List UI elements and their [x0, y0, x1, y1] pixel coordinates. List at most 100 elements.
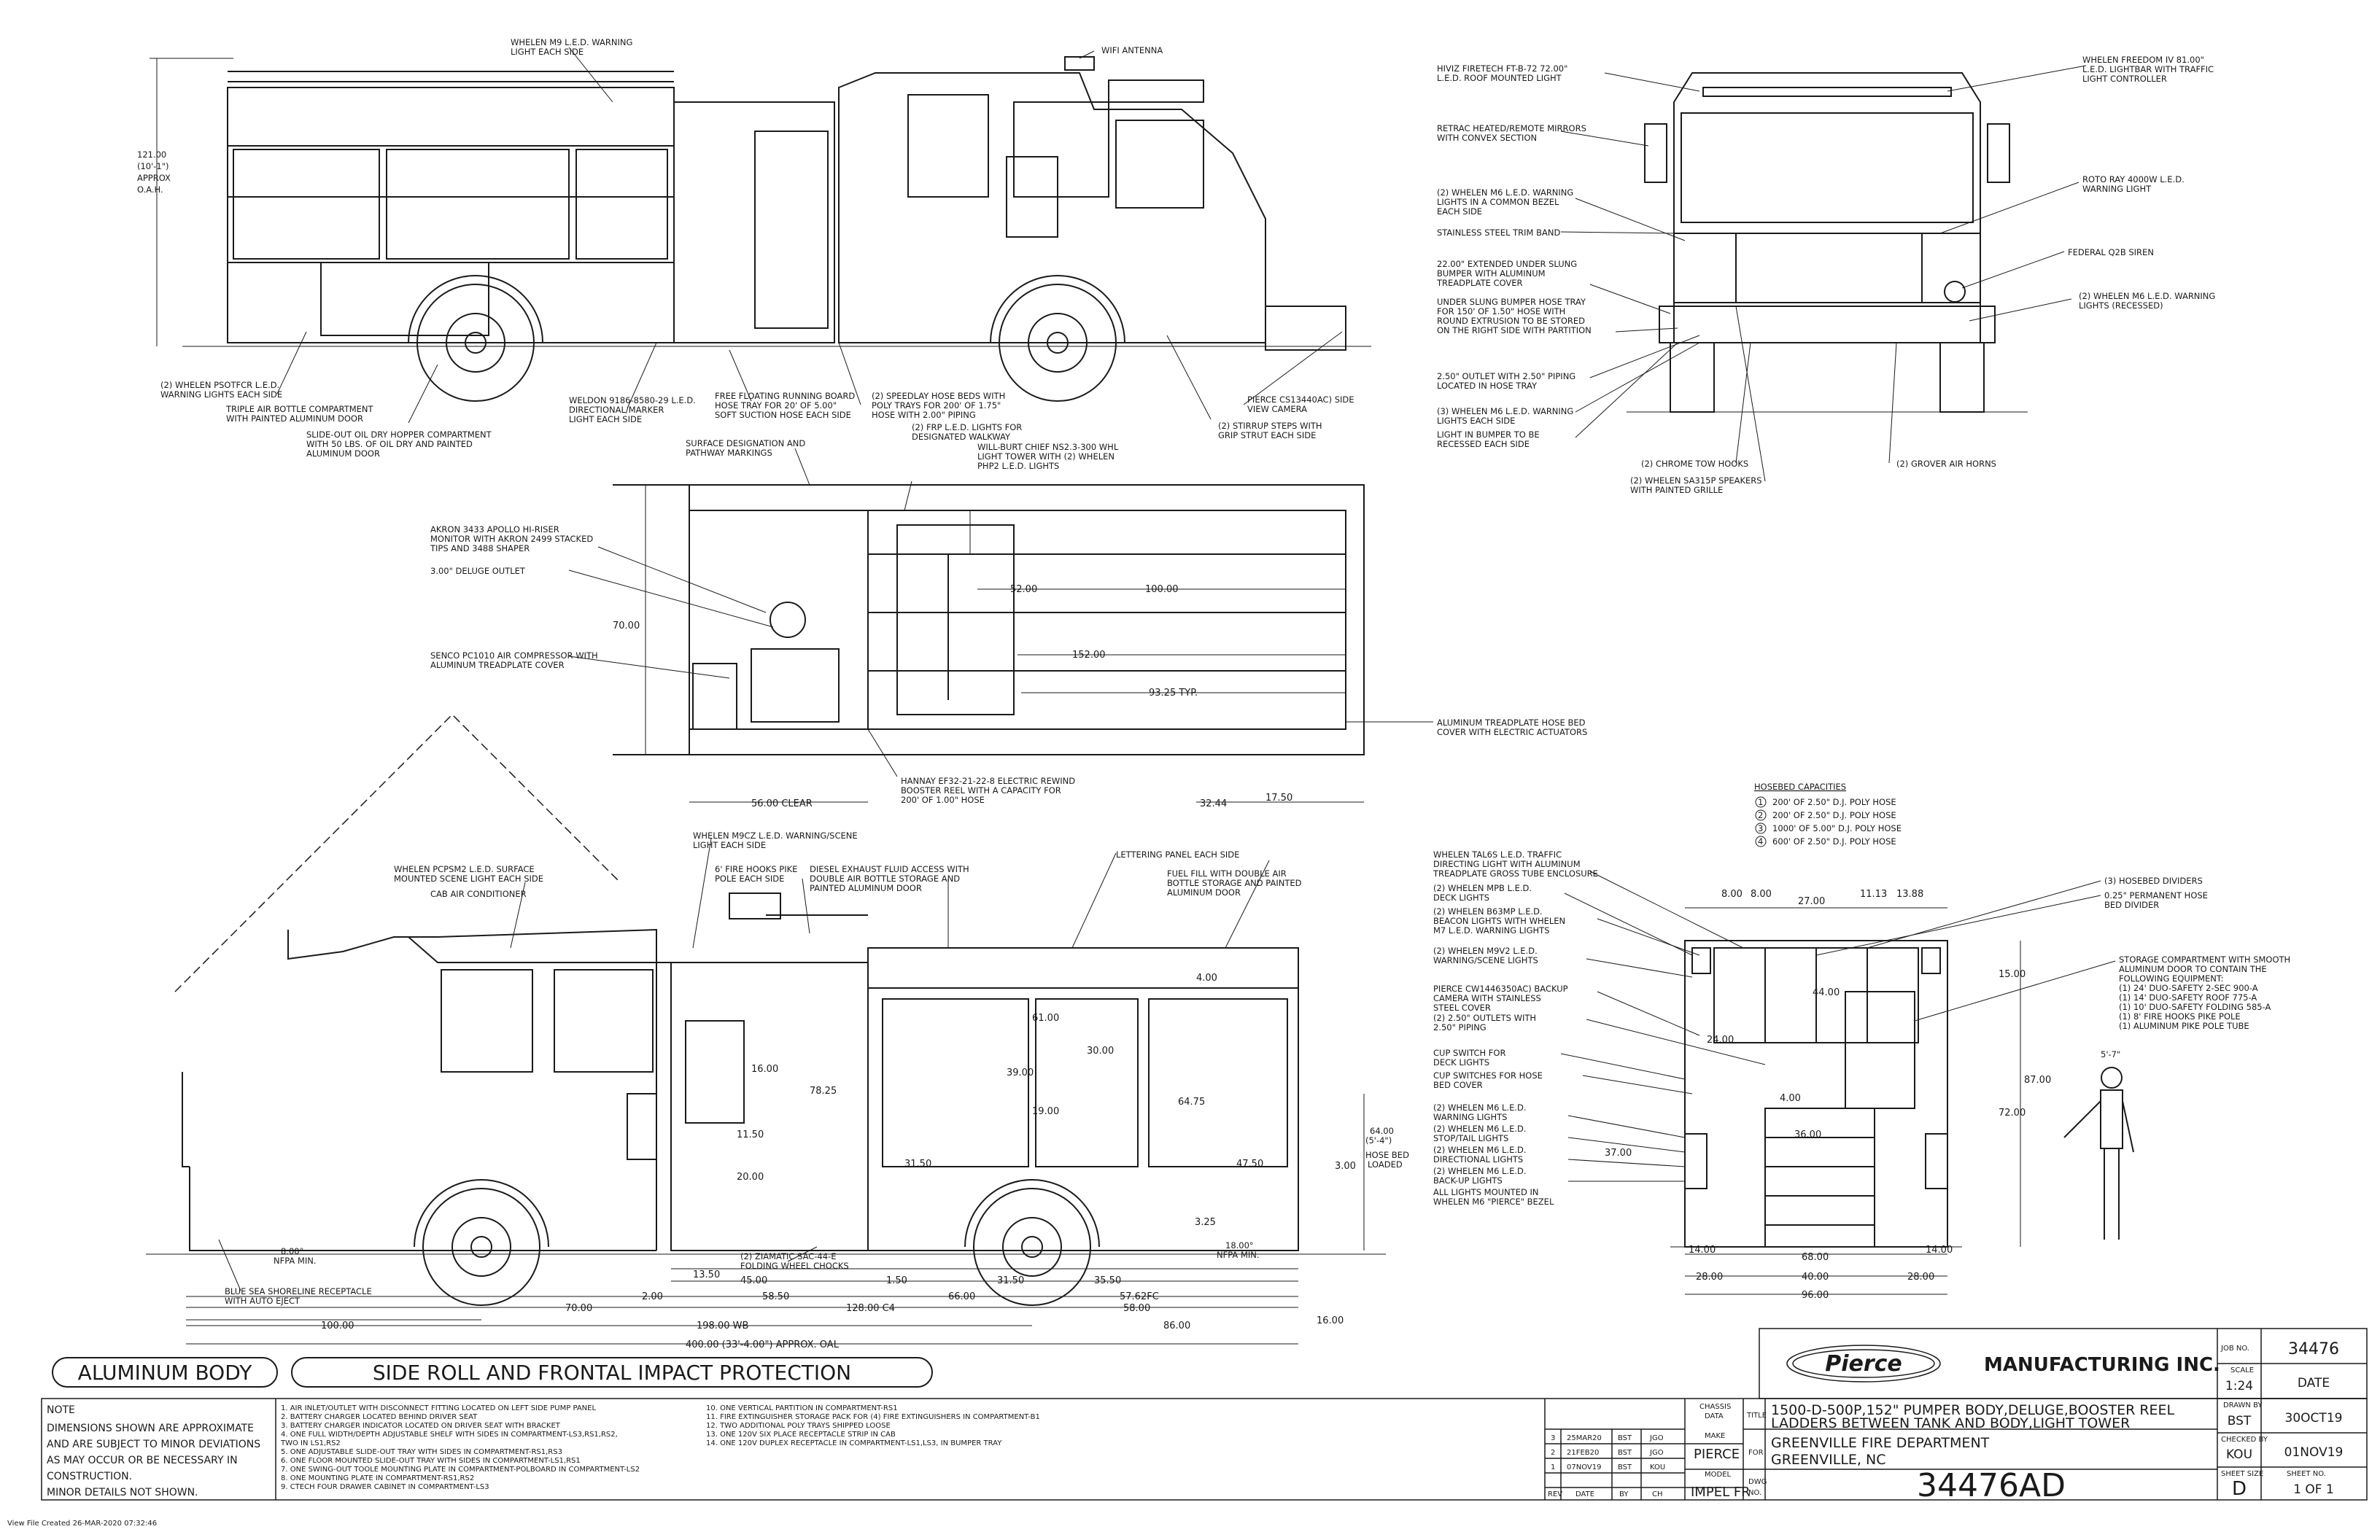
rev-by: BST [1618, 1449, 1632, 1457]
dim-r-68: 68.00 [1802, 1252, 1829, 1263]
callout-m6-dir-b: DIRECTIONAL LIGHTS [1433, 1154, 1523, 1164]
callout-grover: (2) GROVER AIR HORNS [1896, 459, 1996, 469]
callout-m6-3: (3) WHELEN M6 L.E.D. WARNING [1437, 406, 1573, 416]
title-block-frame [41, 1328, 2368, 1501]
callout-whelen-m9: WHELEN M9 L.E.D. WARNING [511, 37, 632, 47]
callout-weldon-c: LIGHT EACH SIDE [569, 414, 642, 424]
sheet-label: SHEET NO. [2287, 1470, 2326, 1478]
dim-r-27: 27.00 [1798, 896, 1825, 907]
dim-r-96: 96.00 [1802, 1290, 1829, 1301]
top-view [613, 484, 1365, 803]
sheet-size: D [2232, 1478, 2247, 1500]
callout-m9cz: WHELEN M9CZ L.E.D. WARNING/SCENE [693, 831, 858, 841]
dim-128: 128.00 C4 [846, 1303, 895, 1314]
for-line-1: GREENVILLE FIRE DEPARTMENT [1771, 1435, 1990, 1451]
callout-pcpsm2: WHELEN PCPSM2 L.E.D. SURFACE [394, 864, 535, 874]
callout-all-m6: ALL LIGHTS MOUNTED IN [1433, 1187, 1538, 1197]
callout-m6-back-b: BACK-UP LIGHTS [1433, 1175, 1503, 1186]
dim-wb: 198.00 WB [697, 1321, 748, 1331]
drawn-date: 30OCT19 [2285, 1411, 2343, 1426]
callout-fuel-b: BOTTLE STORAGE AND PAINTED [1167, 878, 1302, 888]
callout-m6-recessed: (2) WHELEN M6 L.E.D. WARNING [2079, 291, 2215, 301]
dim-oal: 400.00 (33'-4.00") APPROX. OAL [686, 1339, 840, 1350]
oah-dim: 121.00 [137, 149, 166, 160]
banner-frame [52, 1357, 933, 1388]
callout-storage-e: (1) 14' DUO-SAFETY ROOF 775-A [2119, 992, 2257, 1003]
drawn-value: BST [2228, 1414, 2252, 1428]
callout-m6-warn: (2) WHELEN M6 L.E.D. [1433, 1102, 1527, 1113]
callout-weldon: WELDON 9186-8580-29 L.E.D. [569, 395, 696, 405]
dim-3550: 35.50 [1094, 1275, 1121, 1286]
dim-7825: 78.25 [810, 1086, 837, 1097]
rev-ch: JGO [1649, 1449, 1664, 1457]
callout-willburt-b: LIGHT TOWER WITH (2) WHELEN [977, 451, 1115, 462]
callout-senco: SENCO PC1010 AIR COMPRESSOR WITH [430, 650, 598, 661]
callout-tal6s-b: DIRECTING LIGHT WITH ALUMINUM [1433, 859, 1581, 869]
dim-325: 3.25 [1195, 1217, 1216, 1228]
spec-note: 1. AIR INLET/OUTLET WITH DISCONNECT FITT… [281, 1404, 596, 1412]
job-number: 34476 [2288, 1340, 2339, 1358]
callout-frp: (2) FRP L.E.D. LIGHTS FOR [912, 422, 1022, 432]
callout-divider-b: BED DIVIDER [2104, 900, 2159, 910]
callout-slide-oil-b: WITH 50 LBS. OF OIL DRY AND PAINTED [306, 439, 473, 449]
callout-hose-cover-b: COVER WITH ELECTRIC ACTUATORS [1437, 727, 1587, 737]
dim-86: 86.00 [1163, 1321, 1190, 1331]
dim-r-24: 24.00 [1707, 1035, 1734, 1046]
callout-dividers: (3) HOSEBED DIVIDERS [2104, 876, 2203, 886]
dim-r-44: 44.00 [1813, 987, 1840, 998]
side-view-right [146, 713, 1386, 1345]
dim-39: 39.00 [1007, 1068, 1034, 1078]
callout-hosetray-c: ROUND EXTRUSION TO BE STORED [1437, 316, 1585, 326]
callout-storage: STORAGE COMPARTMENT WITH SMOOTH [2119, 954, 2290, 965]
callout-b63: (2) WHELEN B63MP L.E.D. [1433, 906, 1543, 917]
banner-body: ALUMINUM BODY [78, 1361, 253, 1385]
callout-speakers: (2) WHELEN SA315P SPEAKERS [1630, 475, 1762, 486]
callout-storage-h: (1) ALUMINUM PIKE POLE TUBE [2119, 1021, 2249, 1031]
callout-m6-bezel-c: EACH SIDE [1437, 206, 1482, 217]
dim-4750: 47.50 [1236, 1159, 1263, 1170]
dim-r-4: 4.00 [1780, 1093, 1801, 1104]
callout-akron-c: TIPS AND 3488 SHAPER [430, 543, 530, 553]
callout-nfpa-left-b: NFPA MIN. [274, 1256, 317, 1266]
callout-trim: STAINLESS STEEL TRIM BAND [1437, 228, 1560, 238]
rev-ch: KOU [1650, 1463, 1665, 1471]
rev-num: 3 [1551, 1434, 1555, 1442]
drawn-label: DRAWN BY [2223, 1401, 2263, 1409]
callout-freedom-c: LIGHT CONTROLLER [2082, 74, 2167, 84]
dim-1750: 17.50 [1265, 793, 1292, 804]
note-line-5: MINOR DETAILS NOT SHOWN. [47, 1487, 198, 1498]
note-title: NOTE [47, 1404, 75, 1416]
callout-weldon-b: DIRECTIONAL/MARKER [569, 405, 664, 415]
dim-r-28b: 28.00 [1907, 1272, 1934, 1283]
callout-willburt: WILL-BURT CHIEF NS2.3-300 WHL [977, 442, 1119, 452]
rev-ch: JGO [1649, 1434, 1664, 1442]
callout-storage-d: (1) 24' DUO-SAFETY 2-SEC 900-A [2119, 983, 2258, 993]
dwg-number: 34476AD [1917, 1467, 2066, 1504]
dim-2: 2.00 [642, 1291, 663, 1302]
callout-man-height: 5'-7" [2101, 1049, 2120, 1059]
chassis-label-b: DATA [1705, 1412, 1724, 1420]
callout-hannay-b: BOOSTER REEL WITH A CAPACITY FOR [901, 785, 1061, 796]
callout-m9v2-b: WARNING/SCENE LIGHTS [1433, 955, 1538, 965]
callout-m6-back: (2) WHELEN M6 L.E.D. [1433, 1166, 1527, 1176]
callout-b63-b: BEACON LIGHTS WITH WHELEN [1433, 916, 1565, 926]
callout-backup: PIERCE CW1446350AC) BACKUP [1433, 984, 1568, 994]
callout-nfpa-right: 18.00° [1225, 1240, 1254, 1251]
file-created-footer: View File Created 26-MAR-2020 07:32:46 [7, 1520, 157, 1528]
callout-cup-deck: CUP SWITCH FOR [1433, 1048, 1505, 1058]
callout-outlet-b: LOCATED IN HOSE TRAY [1437, 381, 1538, 391]
callout-m9v2: (2) WHELEN M9V2 L.E.D. [1433, 946, 1538, 956]
dim-100: 100.00 [321, 1321, 354, 1331]
make-value: PIERCE [1694, 1447, 1740, 1462]
rev-date: 25MAR20 [1567, 1434, 1602, 1442]
callout-nfpa-left: 8.00° [281, 1246, 303, 1256]
callout-pike-b: POLE EACH SIDE [715, 874, 784, 884]
spec-note: 7. ONE SWING-OUT TOOLE MOUNTING PLATE IN… [281, 1466, 640, 1474]
rev-by: BST [1618, 1463, 1632, 1471]
callout-mirrors-b: WITH CONVEX SECTION [1437, 133, 1537, 143]
callout-def: DIESEL EXHAUST FLUID ACCESS WITH [810, 864, 969, 874]
dim-16b: 16.00 [751, 1064, 778, 1075]
callout-m6-stop: (2) WHELEN M6 L.E.D. [1433, 1124, 1527, 1134]
dim-r-37: 37.00 [1605, 1148, 1632, 1159]
spec-note: 6. ONE FLOOR MOUNTED SLIDE-OUT TRAY WITH… [281, 1457, 581, 1465]
